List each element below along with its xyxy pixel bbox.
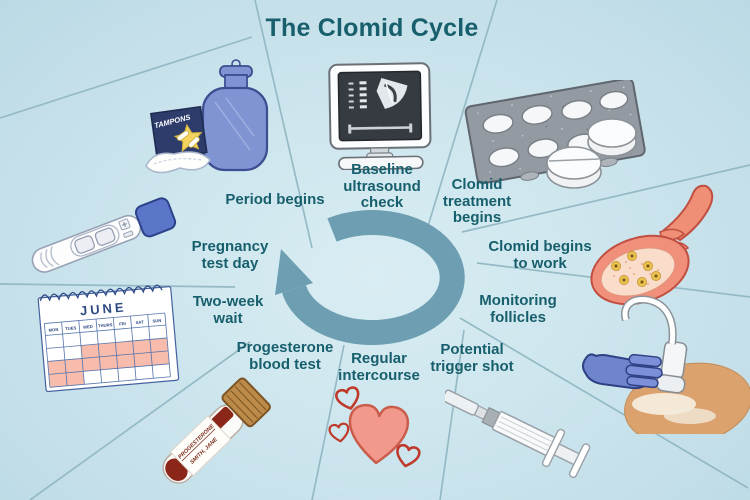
divider-line	[311, 344, 345, 500]
calendar-day: MON	[48, 327, 58, 333]
divider-line	[29, 341, 251, 500]
divider-line	[0, 283, 236, 288]
blood-test-tube-illustration: PROGESTERONE SMITH, JANE	[162, 377, 271, 484]
label-pregnancy-test: Pregnancy test day	[191, 238, 269, 272]
intercourse-hearts-illustration	[327, 385, 422, 470]
follicles-icon	[611, 251, 661, 287]
small-heart-icon	[393, 442, 422, 470]
ovary-illustration	[590, 184, 714, 306]
hot-water-bottle-icon	[201, 59, 269, 172]
calendar-month: JUNE	[79, 299, 127, 318]
page-title: The Clomid Cycle	[265, 14, 479, 42]
two-week-wait-calendar-illustration: JUNE MON TUES WED THURS FRI SAT SUN	[37, 284, 180, 392]
period-supplies-illustration: TAMPONS	[145, 59, 269, 174]
calendar-day: SAT	[135, 319, 144, 325]
trigger-shot-syringe-illustration	[445, 389, 591, 478]
big-heart-icon	[348, 403, 410, 465]
label-progesterone-test: Progesterone blood test	[236, 339, 334, 373]
small-heart-icon	[327, 422, 351, 444]
label-clomid-treatment: Clomid treatment begins	[442, 176, 512, 226]
divider-line	[254, 0, 313, 249]
ultrasound-monitor-illustration	[328, 62, 432, 170]
label-period-begins: Period begins	[225, 191, 325, 208]
label-clomid-works: Clomid begins to work	[488, 238, 592, 272]
divider-line	[461, 164, 750, 233]
label-monitoring-follicles: Monitoring follicles	[479, 292, 557, 326]
label-two-week-wait: Two-week wait	[192, 293, 264, 327]
label-regular-intercourse: Regular intercourse	[338, 350, 420, 384]
divider-line	[0, 36, 253, 119]
divider-line	[459, 317, 749, 489]
gloved-hand-icon	[582, 353, 663, 390]
label-baseline-ultrasound: Baseline ultrasound check	[343, 161, 421, 211]
pregnancy-test-illustration	[31, 197, 177, 273]
tampon-box-icon: TAMPONS	[149, 105, 208, 161]
clomid-pills-illustration	[464, 80, 646, 189]
label-trigger-shot: Potential trigger shot	[430, 341, 514, 375]
calendar-day: FRI	[119, 321, 126, 327]
divider-line	[427, 0, 498, 227]
calendar-day: SUN	[152, 318, 161, 324]
monitoring-ultrasound-illustration	[582, 295, 750, 434]
tablets-icon	[546, 118, 637, 189]
divider-line	[439, 329, 465, 500]
calendar-day: WED	[83, 324, 93, 330]
pad-icon	[145, 151, 211, 174]
probe-icon	[655, 340, 688, 394]
calendar-day: THURS	[98, 322, 113, 328]
calendar-day: TUES	[65, 325, 77, 331]
